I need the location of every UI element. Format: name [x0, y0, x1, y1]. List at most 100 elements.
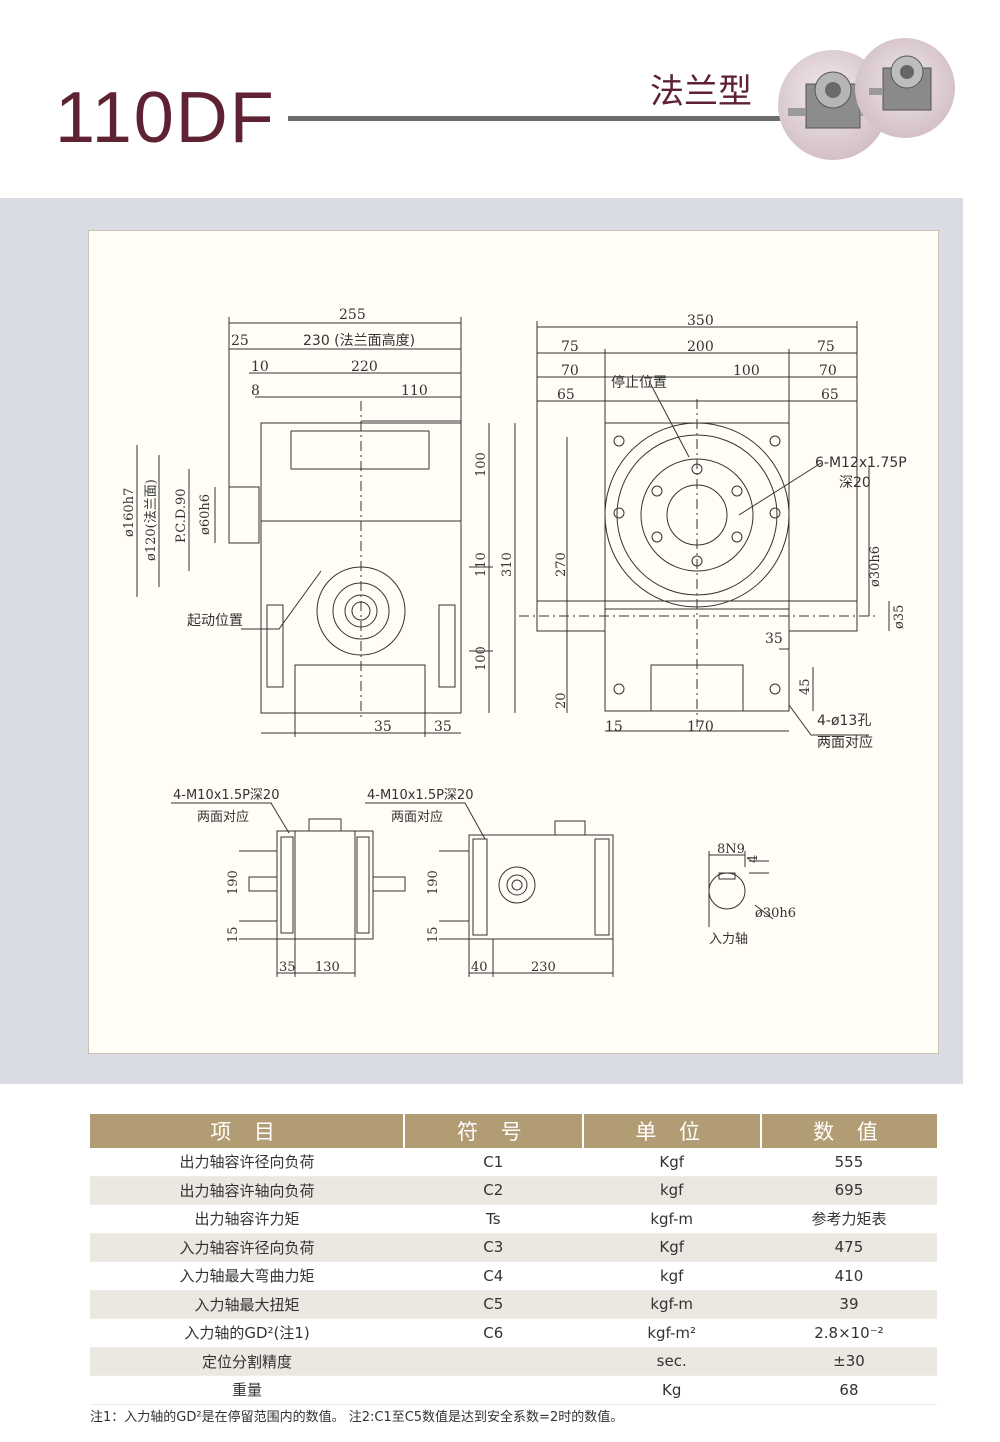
dim-270: 270: [554, 552, 569, 577]
header-item: 项 目: [90, 1114, 406, 1148]
table-row: 出力轴容许力矩 Ts kgf-m 参考力矩表: [90, 1205, 937, 1233]
cell-symbol: C5: [404, 1290, 583, 1319]
cell-item: 定位分割精度: [90, 1347, 405, 1376]
dim-110: 110: [401, 383, 428, 399]
cell-item: 出力轴容许径向负荷: [179, 1153, 315, 1172]
cell-unit: kgf: [582, 1176, 761, 1205]
cell-unit: Kgf: [659, 1152, 685, 1171]
dim-170: 170: [687, 719, 714, 735]
label-flange-dia: ø120(法兰面): [144, 479, 159, 561]
dim-35-e: 35: [279, 960, 296, 975]
cell-item: 入力轴最大扭矩: [90, 1290, 405, 1319]
dim-350: 350: [687, 313, 714, 329]
label-side-holes-2: 4-M10x1.5P深20: [367, 788, 473, 803]
cell-value: 39: [760, 1290, 937, 1319]
dim-160h7: ø160h7: [122, 488, 137, 537]
cell-symbol: [404, 1347, 583, 1376]
dim-190-a: 190: [226, 870, 241, 895]
cell-value: ±30: [760, 1347, 937, 1376]
dim-15-b: 15: [426, 926, 441, 943]
cell-item: 重量: [232, 1381, 263, 1400]
cell-value: 2.8×10⁻²: [814, 1323, 884, 1342]
cell-item: 入力轴最大弯曲力矩: [179, 1267, 315, 1286]
front-view: [136, 317, 516, 737]
label-side-holes-note-2: 两面对应: [391, 809, 443, 825]
cell-item: 入力轴的GD²(注1): [184, 1324, 310, 1343]
dim-75-a: 75: [561, 339, 579, 355]
dim-230: 230: [531, 960, 556, 975]
dim-8: 8: [251, 383, 260, 399]
dim-35-a: 35: [374, 719, 392, 735]
dim-30h6: ø30h6: [868, 546, 883, 587]
dim-100-b: 100: [474, 646, 489, 671]
dim-100-a: 100: [474, 452, 489, 477]
dim-10: 10: [251, 359, 269, 375]
dim-255: 255: [339, 307, 366, 323]
cell-item: 出力轴容许轴向负荷: [90, 1176, 405, 1205]
cell-symbol: [404, 1376, 582, 1405]
cell-unit: kgf-m²: [647, 1323, 697, 1342]
side-view: [519, 321, 890, 736]
label-input-shaft: 入力轴: [709, 932, 748, 947]
small-view-1: [171, 802, 406, 977]
spec-table: 项 目 符 号 单 位 数 值 出力轴容许径向负荷 C1 Kgf 555 出力轴容许轴…: [90, 1114, 937, 1405]
dim-200: 200: [687, 339, 714, 355]
label-side-holes-1: 4-M10x1.5P深20: [173, 788, 279, 803]
dim-20: 20: [554, 692, 569, 709]
title-divider: [288, 116, 788, 121]
label-start-position: 起动位置: [187, 613, 243, 629]
dim-70-a: 70: [561, 363, 579, 379]
table-row: 出力轴容许径向负荷 C1 Kgf 555: [90, 1148, 937, 1176]
cell-value: 68: [839, 1380, 859, 1399]
dim-40: 40: [471, 960, 488, 975]
cell-symbol: C1: [483, 1152, 504, 1171]
dim-35-c: ø35: [892, 605, 907, 629]
label-keyway: 8N9: [717, 842, 745, 857]
small-view-2: [365, 802, 614, 977]
dim-70-b: 70: [819, 363, 837, 379]
dim-15: 15: [605, 719, 623, 735]
dim-110-b: 110: [474, 552, 489, 577]
header-value: 数 值: [760, 1114, 937, 1148]
label-side-holes-note-1: 两面对应: [197, 809, 249, 825]
dim-65-a: 65: [557, 387, 575, 403]
label-tapped-holes: 6-M12x1.75P: [815, 455, 907, 471]
cell-item: 出力轴容许力矩: [194, 1210, 300, 1229]
dim-4: 4: [746, 855, 761, 863]
cell-unit: kgf-m: [650, 1209, 694, 1228]
cell-value: 475: [760, 1233, 937, 1262]
cell-value: 555: [834, 1152, 864, 1171]
label-bottom-holes-note: 两面对应: [817, 734, 873, 751]
label-tapped-depth: 深20: [839, 475, 871, 491]
shaft-detail: [708, 851, 774, 927]
technical-drawing: 255 25 10 8 220 110 35 35 230 (法兰面高度) 起动…: [88, 230, 939, 1054]
cell-unit: Kg: [662, 1380, 682, 1399]
dim-310: 310: [500, 552, 515, 577]
label-flange-height: 230 (法兰面高度): [303, 332, 415, 349]
cell-symbol: Ts: [486, 1209, 501, 1228]
cell-value: 410: [834, 1266, 864, 1285]
product-photo-2: [855, 38, 955, 138]
footnote: 注1：入力轴的GD²是在停留范围内的数值。 注2:C1至C5数值是达到安全系数=…: [90, 1410, 624, 1425]
dim-60h6: ø60h6: [198, 494, 213, 535]
label-bottom-holes: 4-ø13孔: [817, 713, 871, 729]
label-stop-position: 停止位置: [611, 374, 667, 391]
model-title: 110DF: [55, 78, 276, 158]
dim-220: 220: [351, 359, 378, 375]
dim-100-c: 100: [733, 363, 760, 379]
spec-header-row: 项 目 符 号 单 位 数 值: [90, 1114, 937, 1148]
cell-value: 参考力矩表: [811, 1210, 887, 1229]
dim-75-b: 75: [817, 339, 835, 355]
label-pcd: P.C.D.90: [174, 489, 189, 544]
dim-190-b: 190: [426, 870, 441, 895]
dim-45: 45: [798, 678, 813, 695]
dim-35-b: 35: [434, 719, 452, 735]
cell-symbol: C2: [404, 1176, 583, 1205]
dim-35-d: 35: [765, 631, 783, 647]
type-label: 法兰型: [650, 72, 752, 112]
cell-unit: sec.: [582, 1347, 761, 1376]
